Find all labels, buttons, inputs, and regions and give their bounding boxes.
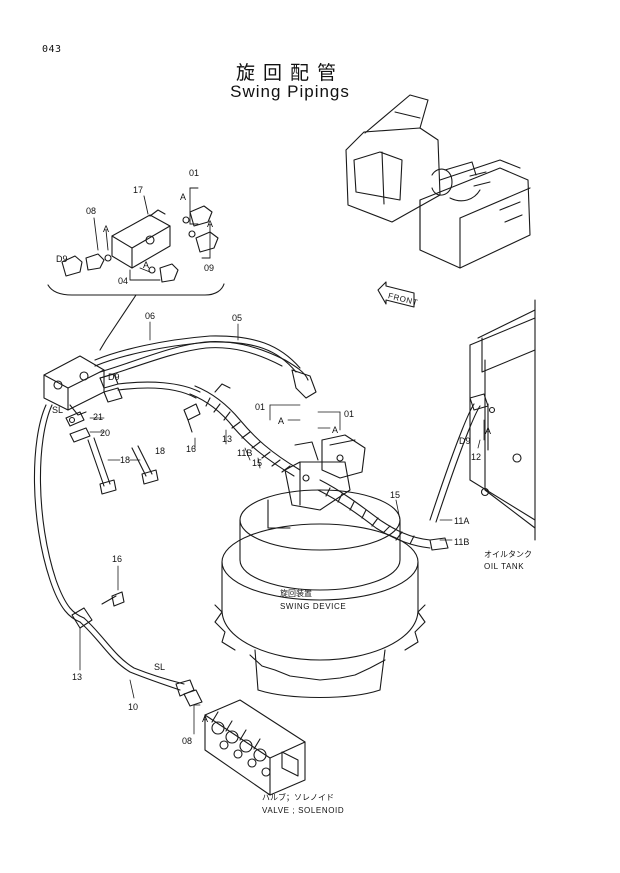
label-sl: SL: [154, 662, 165, 672]
label-01: 01: [255, 402, 265, 412]
oil-tank-illustration: [469, 299, 536, 541]
front-direction-arrow: [377, 281, 415, 308]
label-15: 15: [390, 490, 400, 500]
component-captions: FRONT オイルタンク OIL TANK 旋回装置 SWING DEVICE …: [262, 291, 532, 815]
label-18: 18: [155, 446, 165, 456]
label-05: 05: [232, 313, 242, 323]
label-a: A: [278, 416, 284, 426]
page-title: Swing Pipings: [230, 82, 350, 101]
bolts-18: [87, 437, 159, 495]
label-08: 08: [182, 736, 192, 746]
page-number: 043: [42, 44, 62, 55]
label-sl: SL: [52, 405, 63, 415]
clamp-16-center: [183, 403, 201, 433]
pipe-05: [99, 341, 309, 381]
page-title-japanese: 旋回配管: [235, 62, 344, 84]
label-06: 06: [145, 311, 155, 321]
label-11b: 11B: [454, 537, 469, 547]
swing-device-illustration: [214, 434, 426, 699]
solenoid-valve-illustration: [204, 699, 306, 796]
oil-tank-label: OIL TANK: [484, 562, 524, 571]
label-16: 16: [112, 554, 122, 564]
label-11a: 11A: [454, 516, 469, 526]
label-08: 08: [86, 206, 96, 216]
label-01: 01: [189, 168, 199, 178]
label-d9: D9: [108, 372, 120, 382]
label-a: A: [202, 714, 208, 724]
detail-callout-bracket: [47, 283, 225, 351]
label-09: 09: [204, 263, 214, 273]
label-a: A: [332, 425, 338, 435]
label-04: 04: [118, 276, 128, 286]
d9-fittings: [99, 373, 201, 403]
label-20: 20: [100, 428, 110, 438]
part-number-labels: 01 A A 09 17 08 A D9 A 04 06 05 D9 SL 21…: [52, 168, 491, 746]
pipe-06: [94, 335, 301, 373]
label-16: 16: [186, 444, 196, 454]
label-17: 17: [133, 185, 143, 195]
swing-device-label: SWING DEVICE: [280, 602, 346, 611]
machine-overview-illustration: [345, 94, 531, 269]
label-10: 10: [128, 702, 138, 712]
label-01: 01: [344, 409, 354, 419]
valve-solenoid-label-japanese: バルブ；ソレノイド: [262, 792, 334, 802]
lower-fittings: [175, 679, 203, 707]
clamp-13-lower: [71, 591, 125, 629]
label-a: A: [180, 192, 186, 202]
label-a: A: [103, 224, 109, 234]
detail-leader-lines: [93, 187, 211, 281]
leader-lines: [79, 321, 485, 735]
label-13: 13: [222, 434, 232, 444]
label-d9: D9: [56, 254, 68, 264]
label-a: A: [207, 219, 213, 229]
label-13: 13: [72, 672, 82, 682]
label-21: 21: [93, 412, 103, 422]
hose-11b-15-center: [189, 383, 301, 477]
oil-tank-label-japanese: オイルタンク: [484, 550, 532, 559]
label-a: A: [485, 426, 491, 436]
label-18: 18: [120, 455, 130, 465]
label-a: A: [143, 260, 149, 270]
detail-valve-block: [111, 209, 171, 269]
label-d9: D9: [459, 436, 471, 446]
parts-20-21: [65, 411, 91, 443]
swing-device-label-japanese: 旋回装置: [280, 588, 312, 598]
valve-solenoid-label: VALVE ; SOLENOID: [262, 806, 344, 815]
hose-10: [33, 404, 185, 691]
hose-11a-11b-right: [317, 393, 496, 551]
label-12: 12: [471, 452, 481, 462]
elbow-fitting: [291, 369, 317, 399]
label-11b: 11B: [237, 448, 252, 458]
label-15: 15: [252, 458, 262, 468]
